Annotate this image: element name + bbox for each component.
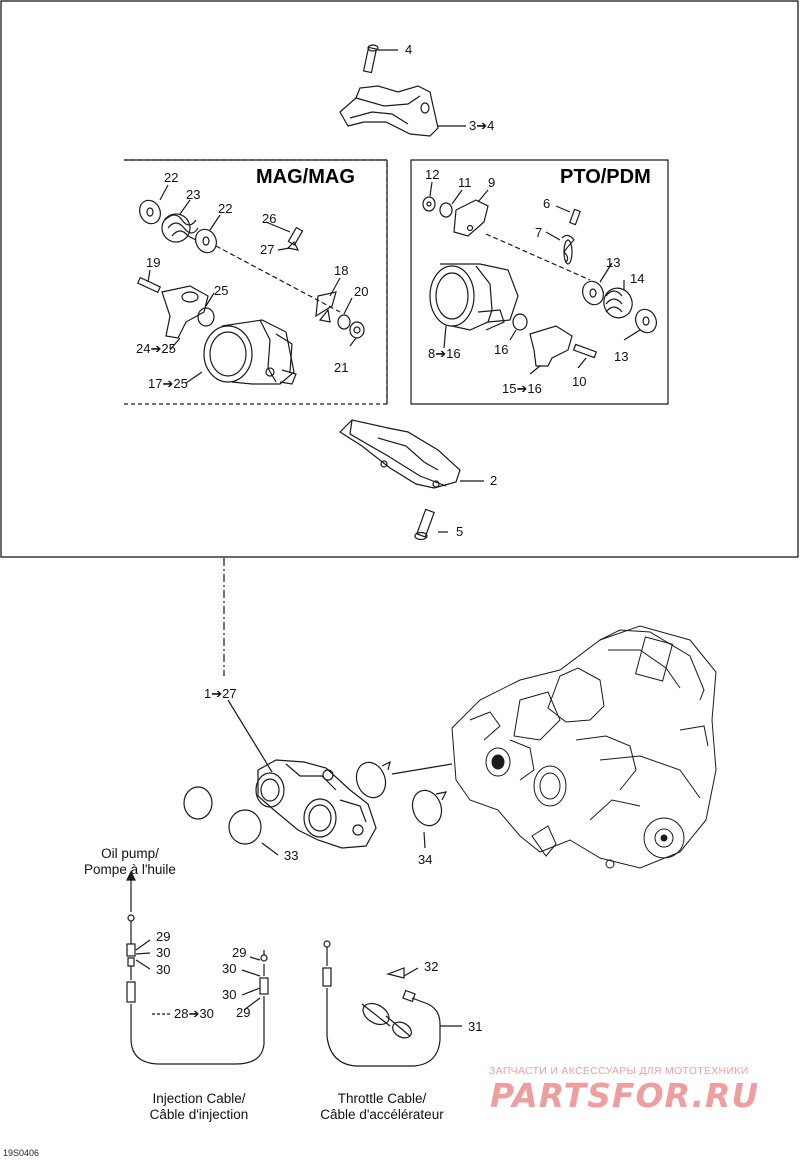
bracket-2-shape [339,419,461,489]
callout-2: 2 [490,473,498,488]
leader-33 [261,842,279,856]
callout-17-25: 17➔25 [148,376,188,391]
callout-21: 21 [334,360,349,375]
injection-cable-caption-fr: Câble d'injection [149,1107,249,1122]
callout-25: 25 [214,283,229,298]
callout-4: 4 [405,42,413,57]
upper-panel-border [0,0,799,558]
engine-connector [391,763,453,775]
callout-16: 16 [494,342,509,357]
throttle-cable-caption-en: Throttle Cable/ [337,1091,427,1106]
callout-15-16: 15➔16 [502,381,542,396]
callout-30a: 30 [156,945,171,960]
callout-29a: 29 [156,929,171,944]
callout-22b: 22 [218,201,233,216]
callout-29b: 29 [232,945,247,960]
callout-9: 9 [488,175,496,190]
callout-13b: 13 [614,349,629,364]
callout-13a: 13 [606,255,621,270]
callout-29c: 29 [236,1005,251,1020]
leader-1-27 [227,699,273,773]
screw-4-shape [362,44,379,74]
callout-6: 6 [543,196,551,211]
watermark-tagline: ЗАПЧАСТИ И АКСЕССУАРЫ ДЛЯ МОТОТЕХНИКИ [489,1065,749,1077]
pto-frame [410,159,669,405]
callout-20: 20 [354,284,369,299]
mag-parts [136,199,365,385]
o-ring-33b [228,809,262,845]
pto-leaders [429,181,641,375]
oil-pump-caption-en: Oil pump/ [101,846,159,861]
callout-23: 23 [186,187,201,202]
callout-27: 27 [260,242,275,257]
callout-30b: 30 [156,962,171,977]
callout-7: 7 [535,225,543,240]
callout-30d: 30 [222,987,237,1002]
engine-block [451,625,717,869]
callout-5: 5 [456,524,464,539]
mag-leaders [147,184,357,384]
clamps-34 [355,760,448,849]
screw-5-shape [414,508,435,541]
injection-cable-leaders [135,939,261,1015]
mag-frame-title: MAG/MAG [256,166,355,188]
pto-frame-title: PTO/PDM [560,166,651,188]
callout-31: 31 [468,1019,483,1034]
injection-cable-shape [126,914,269,1065]
callout-28-30: 28➔30 [174,1006,214,1021]
pto-parts [422,196,657,367]
callout-22a: 22 [164,170,179,185]
callout-26: 26 [262,211,277,226]
callout-30c: 30 [222,961,237,976]
bracket-3-shape [339,85,439,137]
callout-18: 18 [334,263,349,278]
callout-8-16: 8➔16 [428,346,461,361]
figure-reference: 19S0406 [3,1148,40,1158]
oil-pump-caption-fr: Pompe à l'huile [84,862,176,877]
callout-1-27: 1➔27 [204,686,237,701]
injection-cable-caption-en: Injection Cable/ [152,1091,246,1106]
callout-32: 32 [424,959,439,974]
callout-11: 11 [458,175,472,190]
callout-14: 14 [630,271,645,286]
callout-10: 10 [572,374,587,389]
callout-33: 33 [284,848,299,863]
oil-pump-arrow [126,870,136,912]
callout-3-4: 3➔4 [469,118,495,133]
throttle-bodies-assembly [255,759,377,849]
throttle-cable-shape [322,940,441,1067]
callout-24-25: 24➔25 [136,341,176,356]
callout-34: 34 [418,852,433,867]
callout-19: 19 [146,255,161,270]
callout-12: 12 [425,167,440,182]
watermark-logo: PARTSFOR.RU [490,1076,760,1115]
leader-32 [403,967,419,977]
o-ring-33a [183,786,213,820]
throttle-cable-caption-fr: Câble d'accélérateur [320,1107,444,1122]
